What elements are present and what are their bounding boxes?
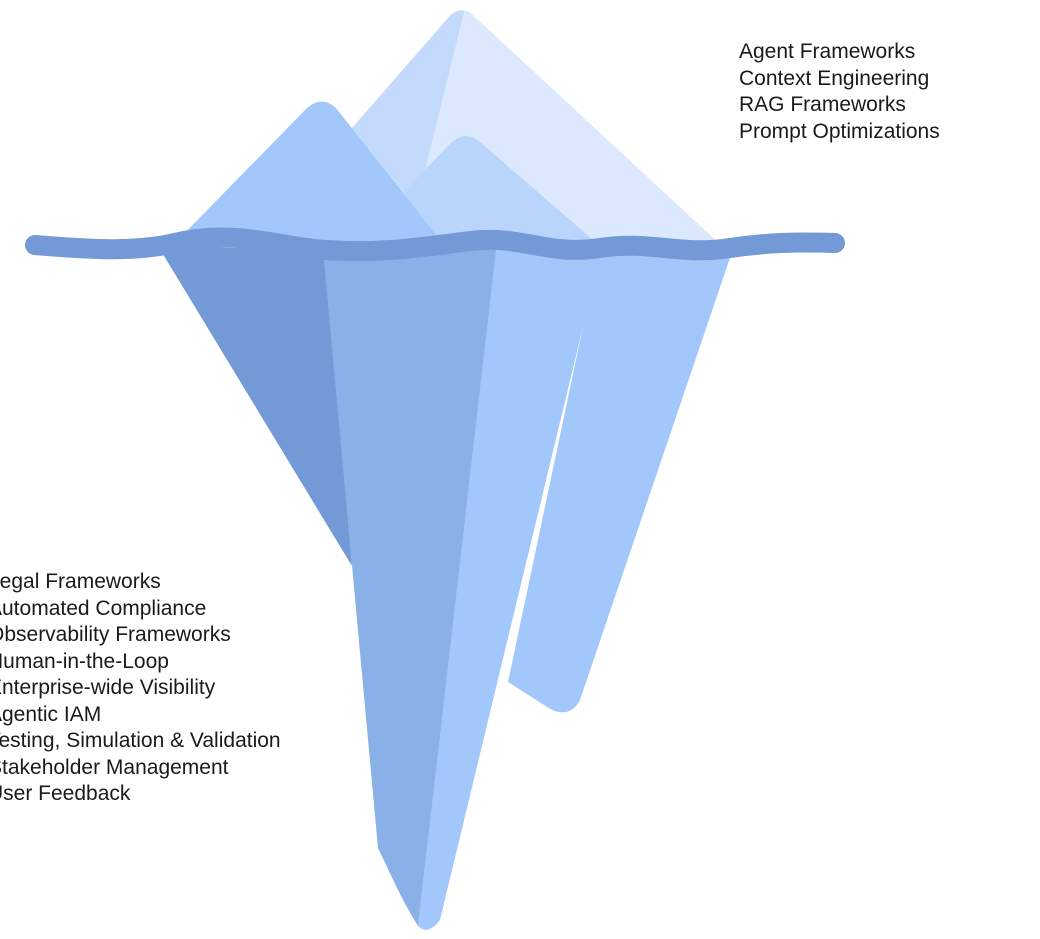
above-water-list: Agent Frameworks Context Engineering RAG… bbox=[739, 39, 940, 145]
below-water-list: Legal Frameworks Automated Compliance Ob… bbox=[0, 569, 281, 808]
list-item: Agent Frameworks bbox=[739, 40, 916, 63]
list-item: RAG Frameworks bbox=[739, 93, 906, 116]
waterline bbox=[25, 227, 845, 262]
iceberg-peak-small bbox=[405, 136, 600, 246]
list-item: Legal Frameworks bbox=[0, 570, 161, 593]
list-item: Testing, Simulation & Validation bbox=[0, 729, 281, 752]
iceberg-peak-front bbox=[175, 101, 445, 246]
list-item: Prompt Optimizations bbox=[739, 119, 940, 143]
list-item: User Feedback bbox=[0, 782, 131, 805]
iceberg-underwater-center bbox=[323, 250, 496, 926]
list-item: Enterprise-wide Visibility bbox=[0, 676, 216, 699]
list-item: Stakeholder Management bbox=[0, 755, 229, 779]
iceberg-underwater-left bbox=[158, 246, 352, 566]
list-item: Context Engineering bbox=[739, 66, 930, 90]
list-item: Human-in-the-Loop bbox=[0, 649, 169, 673]
iceberg-underwater-right bbox=[508, 246, 734, 713]
iceberg-underwater-center-right bbox=[418, 248, 602, 930]
list-item: Observability Frameworks bbox=[0, 623, 231, 646]
list-item: Agentic IAM bbox=[0, 702, 102, 726]
list-item: Automated Compliance bbox=[0, 596, 207, 620]
